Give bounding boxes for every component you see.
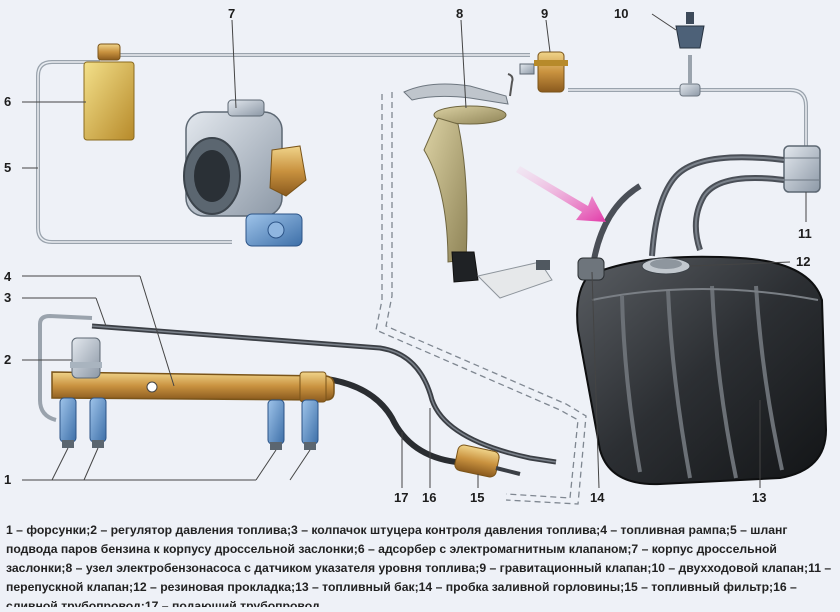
- callout-7: 7: [228, 6, 235, 21]
- callout-1: 1: [4, 472, 11, 487]
- callout-11: 11: [798, 226, 812, 241]
- throttle-body: [183, 99, 307, 247]
- callout-15: 15: [470, 490, 484, 505]
- callout-4: 4: [4, 269, 12, 284]
- leader-lines: [22, 13, 807, 489]
- vapour-hose: [36, 53, 530, 244]
- callout-17: 17: [394, 490, 408, 505]
- fuel-lines: [38, 92, 587, 505]
- callout-3: 3: [4, 290, 11, 305]
- vent-line: [568, 55, 808, 146]
- legend-caption: 1 – форсунки;2 – регулятор давления топл…: [6, 523, 832, 607]
- callout-8: 8: [456, 6, 463, 21]
- tank-hoses: [589, 154, 785, 273]
- bypass-valve: [783, 145, 821, 193]
- direction-arrow: [516, 166, 606, 222]
- callout-10: 10: [614, 6, 628, 21]
- callout-2: 2: [4, 352, 11, 367]
- callout-6: 6: [4, 94, 11, 109]
- fuel-tank: [576, 255, 828, 486]
- gravity-valve: [519, 51, 568, 93]
- adsorber-canister: [83, 43, 135, 141]
- fuel-rail: [51, 371, 335, 403]
- injectors: [59, 397, 319, 450]
- callout-9: 9: [541, 6, 548, 21]
- fuel-filter: [454, 444, 521, 478]
- callout-13: 13: [752, 490, 766, 505]
- pressure-regulator: [70, 337, 102, 379]
- diagram-artwork: 1 2 3 4 5 6 7 8 9 10 11 12 13 14 15 16 1…: [4, 6, 828, 505]
- callout-12: 12: [796, 254, 810, 269]
- fuel-pump-module: [403, 73, 553, 299]
- two-way-valve: [675, 12, 705, 49]
- callout-14: 14: [590, 490, 605, 505]
- callout-5: 5: [4, 160, 11, 175]
- callout-16: 16: [422, 490, 436, 505]
